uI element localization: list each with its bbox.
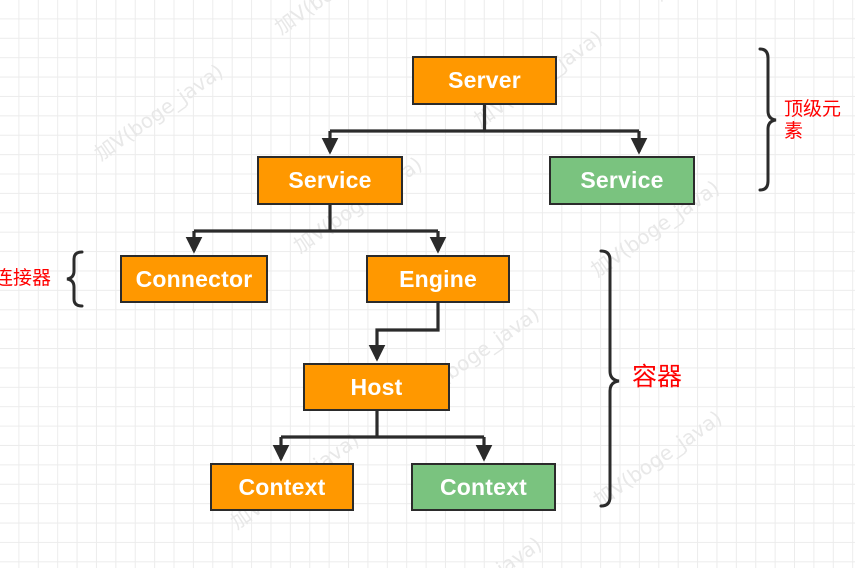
node-service-2-label: Service bbox=[580, 167, 664, 193]
node-server-label: Server bbox=[448, 67, 521, 93]
node-context-2-label: Context bbox=[439, 473, 527, 500]
node-engine[interactable]: Engine bbox=[366, 255, 510, 303]
bracket-top-level bbox=[758, 47, 777, 192]
edge-engine-to-host bbox=[368, 303, 440, 362]
node-host[interactable]: Host bbox=[303, 363, 450, 411]
bracket-label-connectors: 连接器 bbox=[0, 267, 52, 289]
node-connector[interactable]: Connector bbox=[120, 255, 268, 303]
bracket-label-containers: 容器 bbox=[632, 362, 683, 391]
node-connector-label: Connector bbox=[135, 265, 253, 292]
node-context-1[interactable]: Context bbox=[210, 463, 354, 511]
node-engine-label: Engine bbox=[399, 265, 477, 292]
bracket-label-top-level: 顶级元素 bbox=[784, 98, 842, 143]
node-context-1-label: Context bbox=[238, 473, 326, 500]
node-service-1-label: Service bbox=[288, 167, 372, 193]
node-service-2[interactable]: Service bbox=[549, 156, 695, 205]
node-context-2[interactable]: Context bbox=[411, 463, 556, 511]
node-service-1[interactable]: Service bbox=[257, 156, 403, 205]
node-server[interactable]: Server bbox=[412, 56, 557, 105]
node-host-label: Host bbox=[350, 373, 403, 400]
bracket-containers bbox=[599, 249, 620, 508]
